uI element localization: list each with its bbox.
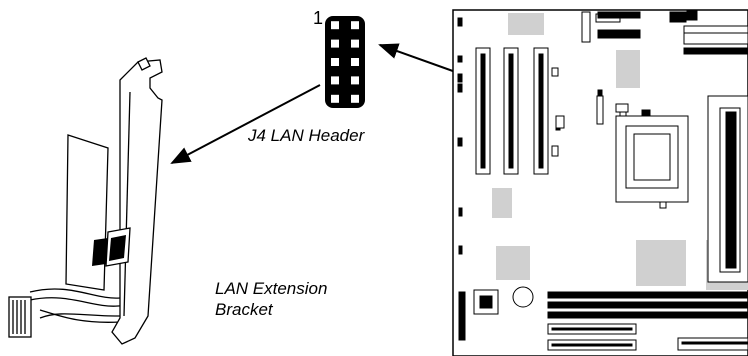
header-pin xyxy=(331,58,339,66)
header-pin xyxy=(351,76,359,85)
io-connector xyxy=(581,11,591,43)
motherboard xyxy=(452,9,748,356)
j4-lan-header-label: J4 LAN Header xyxy=(248,126,365,145)
battery xyxy=(512,286,534,308)
bracket-label-line-2: Bracket xyxy=(215,300,273,319)
header-pin xyxy=(331,21,339,30)
lan-extension-bracket xyxy=(8,57,163,345)
header-body xyxy=(325,16,365,108)
cpu-socket xyxy=(597,89,689,209)
header-pin xyxy=(331,94,339,103)
arrow-to-bracket xyxy=(170,84,321,164)
chipset-top xyxy=(508,13,544,35)
pci-slots xyxy=(475,47,549,175)
power-connector xyxy=(683,25,748,45)
j4-header-pins xyxy=(325,16,365,108)
rj45-port xyxy=(92,227,131,267)
header-pin xyxy=(331,76,339,85)
header-pin xyxy=(331,39,339,48)
dimm-slots xyxy=(547,291,748,319)
header-pin xyxy=(351,21,359,30)
header-pin xyxy=(351,58,359,66)
pin-1-label: 1 xyxy=(313,8,324,28)
header-pin xyxy=(351,94,359,103)
bracket-label-line-1: LAN Extension xyxy=(215,279,328,298)
header-pin xyxy=(351,39,359,48)
